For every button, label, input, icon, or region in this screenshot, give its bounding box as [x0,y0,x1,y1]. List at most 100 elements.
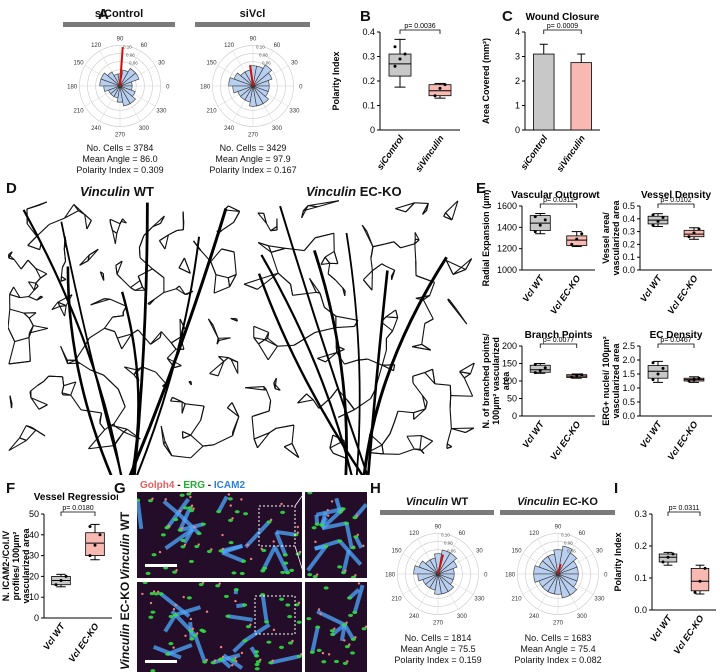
capillary [257,242,272,253]
nucleus [323,544,329,549]
nucleus [225,614,231,618]
retina-title-wt: Vinculin WT [80,184,154,199]
y-tick-label: 2.5 [622,341,635,351]
nucleus [315,625,321,629]
golgi [297,601,301,604]
capillary [109,222,114,231]
data-point [697,227,701,231]
rose-sector [119,85,136,97]
major-vessel [257,273,364,475]
x-tick-label: Vcl WT [638,418,664,450]
golgi [348,643,351,646]
chart-title: Branch Points [525,330,593,341]
capillary [112,229,118,234]
capillary [449,395,452,409]
capillary [37,380,45,386]
data-point [393,45,397,49]
nucleus [186,492,192,496]
capillary [268,245,286,249]
data-point [533,230,537,234]
angle-label: 270 [433,620,444,626]
nucleus [215,584,221,588]
stat-polarity: Polarity Index = 0.159 [394,655,482,665]
vessel-signal [260,594,269,623]
capillary [209,372,219,377]
data-point [570,242,574,246]
p-value: p= 0.0311 [669,505,700,512]
y-tick-label: 1400 [497,222,517,232]
golgi [189,495,192,499]
capillary [393,410,399,422]
nucleus [239,571,245,576]
capillary [327,263,331,274]
data-point [533,371,537,375]
capillary [334,279,344,289]
significance-bracket [539,343,578,348]
angle-label: 330 [289,108,300,114]
data-point [661,560,665,564]
capillary [86,220,92,230]
golgi [296,525,299,529]
capillary [422,203,429,215]
rose-title-sivcl: siVcl [239,8,266,20]
nucleus [189,637,195,641]
nucleus [296,654,302,658]
golgi [218,582,221,585]
capillary [447,298,450,301]
capillary [367,358,383,366]
stat-angle: Mean Angle = 86.0 [82,154,158,164]
capillary [210,248,223,263]
golgi [182,595,185,599]
capillary [329,447,334,454]
capillary [330,388,338,399]
capillary [258,339,266,345]
capillary [412,346,431,351]
golgi [231,517,234,520]
golgi [219,645,223,649]
rose-sector [119,69,129,87]
capillary [264,332,270,340]
golgi [314,540,317,544]
nucleus [165,652,171,656]
major-vessel [22,209,123,475]
capillary [114,425,125,433]
nucleus [307,573,313,577]
nucleus [234,510,240,514]
capillary [20,259,29,270]
capillary [115,265,118,275]
capillary [38,404,48,410]
nucleus [309,650,315,654]
y-tick-label: 10 [29,592,39,602]
golgi [300,653,303,656]
capillary [29,327,49,334]
nucleus [361,627,367,631]
capillary [61,261,67,268]
capillary [399,448,415,455]
golgi [280,502,283,506]
angle-label: 270 [248,132,259,138]
y-tick-label: 0.4 [622,214,635,224]
rose-sector [437,573,455,580]
nucleus [206,549,212,554]
major-vessel [120,291,140,475]
nucleus [342,623,348,627]
angle-label: 300 [457,614,468,620]
capillary [213,274,217,294]
capillary [227,277,231,287]
capillary [117,333,132,339]
y-axis-label: ERG+ nuclei/ 100µm² [601,336,611,425]
capillary [446,428,452,444]
nucleus [323,586,329,590]
capillary [372,263,383,272]
box [529,364,551,373]
capillary [257,272,279,290]
capillary [38,201,47,206]
nucleus [254,667,260,671]
stat-polarity: Polarity Index = 0.309 [76,165,164,175]
stat-angle: Mean Angle = 97.9 [215,154,291,164]
data-point [656,219,660,223]
nucleus [260,569,266,573]
nucleus [227,497,233,501]
x-tick-label: Vcl WT [41,620,67,652]
